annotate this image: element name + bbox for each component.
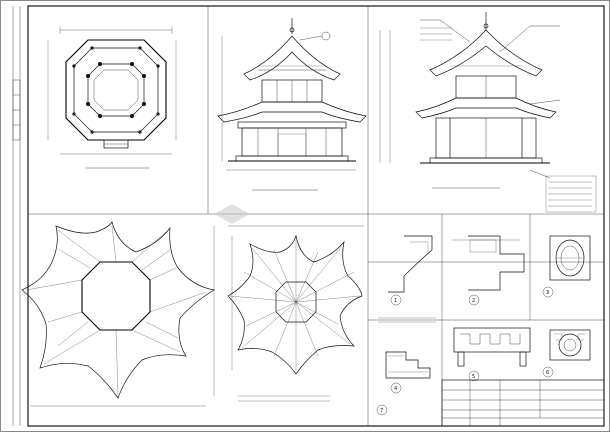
detail-1: 1 xyxy=(388,235,433,306)
watermark xyxy=(214,204,250,224)
lower-roof-plan xyxy=(21,221,215,407)
detail-3: 3 xyxy=(542,235,591,298)
plan-columns xyxy=(72,46,160,134)
front-elevation xyxy=(217,18,367,191)
cross-section xyxy=(379,12,597,213)
upper-roof-plan xyxy=(227,225,364,402)
detail-7-number: 7 xyxy=(380,408,383,414)
binding-strip xyxy=(12,6,21,426)
detail-7: 7 xyxy=(376,317,436,416)
section-leaders xyxy=(420,19,597,213)
detail-2-number: 2 xyxy=(472,298,475,304)
detail-4: 4 xyxy=(385,351,431,394)
detail-1-number: 1 xyxy=(394,298,397,304)
octagon-floor-plan xyxy=(47,26,177,169)
upper-roof-rafters xyxy=(229,240,361,370)
detail-5: 5 xyxy=(453,327,531,382)
lower-roof-rafters xyxy=(25,225,207,395)
drawing-frame xyxy=(27,5,605,427)
watermark-logo xyxy=(214,204,250,224)
detail-3-number: 3 xyxy=(546,290,549,296)
title-block xyxy=(441,379,605,427)
panel-dividers xyxy=(28,6,604,426)
detail-6-number: 6 xyxy=(546,370,549,376)
detail-4-number: 4 xyxy=(394,386,397,392)
detail-5-number: 5 xyxy=(472,374,475,380)
detail-6: 6 xyxy=(542,329,591,378)
detail-2: 2 xyxy=(452,235,525,306)
